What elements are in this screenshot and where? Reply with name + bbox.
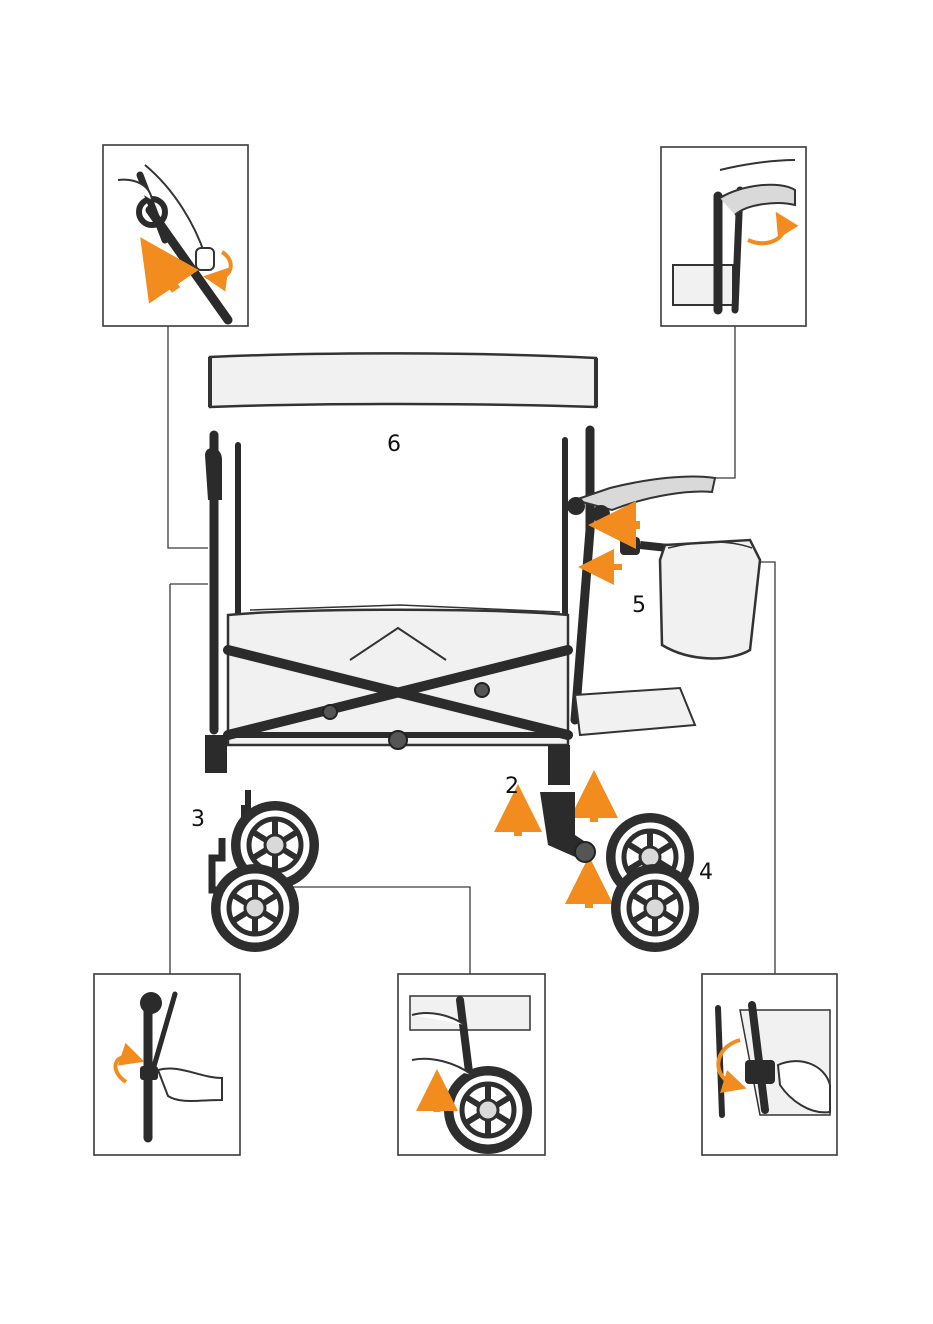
inset-top-left [103, 145, 248, 326]
inset-bottom-right [702, 974, 837, 1155]
wheel-icon [611, 864, 699, 952]
label-canopy-step: 6 [387, 432, 401, 457]
wheel-icon [211, 864, 299, 952]
rear-wheels [606, 813, 699, 952]
inset-bottom-left [94, 974, 240, 1155]
label-rear-caster-step: 2 [505, 774, 519, 799]
wheel-icon [444, 1066, 532, 1154]
label-front-wheels-step: 3 [191, 807, 205, 832]
inset-top-right [661, 147, 806, 326]
label-rear-wheels-step: 4 [699, 860, 713, 885]
caster-part [540, 792, 595, 862]
front-wheels [211, 790, 319, 952]
canopy [210, 353, 596, 407]
inset-bottom-center [398, 974, 545, 1155]
label-cup-bag-step: 5 [632, 593, 646, 618]
